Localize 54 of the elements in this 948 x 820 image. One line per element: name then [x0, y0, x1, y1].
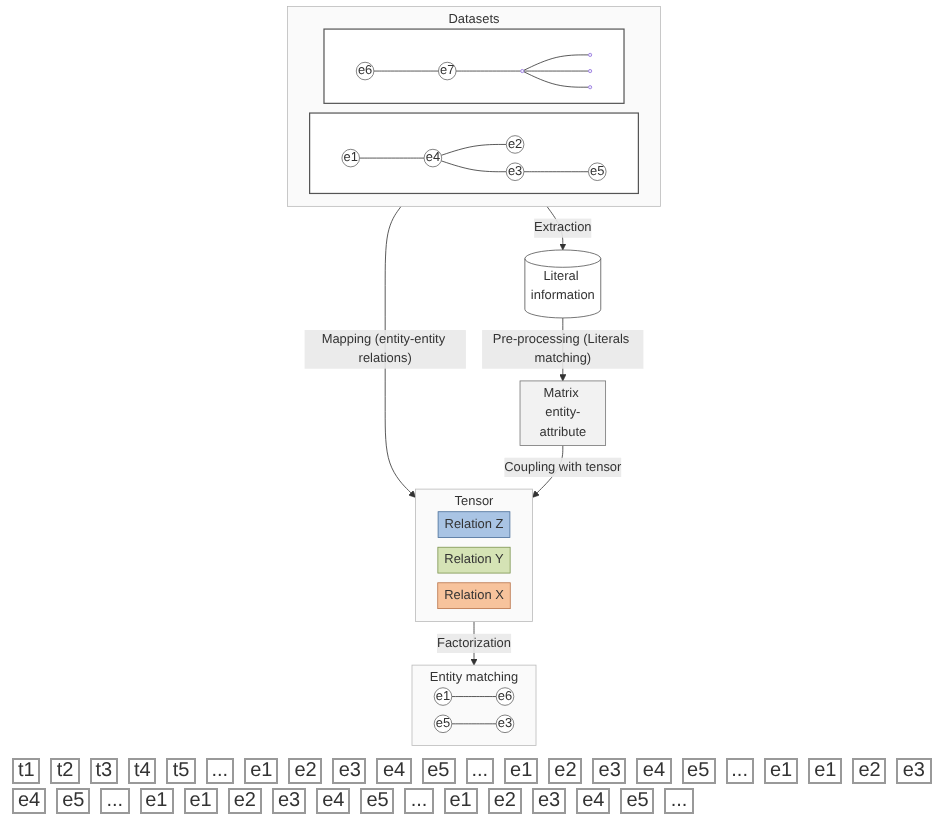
table-cell-label: e5 [620, 788, 655, 814]
table-cell-label: e2 [487, 788, 522, 814]
table-cell-label: e1 [139, 788, 174, 814]
table-cell-label: e1 [183, 788, 218, 814]
table-cell-label: e1 [244, 758, 279, 784]
table-cell-label: ... [205, 758, 235, 784]
node-circle [520, 69, 525, 74]
table-cell-label: e3 [332, 758, 367, 784]
table-cell-label: e1 [504, 758, 539, 784]
table-cell-label: e3 [271, 788, 307, 814]
table-cell-label: e2 [548, 758, 583, 784]
table-cell-label: e2 [852, 758, 887, 784]
table-cell-label: t2 [50, 758, 80, 784]
connector [359, 157, 425, 159]
table-cell-label: e5 [56, 788, 91, 814]
connector [523, 71, 589, 88]
node-circle [588, 52, 593, 57]
table-cell-label: e3 [592, 758, 627, 784]
table-cell-label: ... [664, 788, 694, 814]
table-cell-label: ... [404, 788, 434, 814]
connector [523, 171, 589, 173]
table-cell-label: e5 [360, 788, 395, 814]
table-cell-label: e5 [421, 758, 456, 784]
table-cell-label: ... [465, 758, 495, 784]
table-cell-label: t1 [12, 758, 41, 784]
table-cell-label: t5 [166, 758, 196, 784]
connector [523, 70, 589, 72]
connector [451, 723, 497, 725]
table-cell-label: e5 [681, 758, 716, 784]
connector [373, 70, 439, 72]
table-cell-label: e3 [896, 758, 931, 784]
connector [451, 696, 497, 697]
table-cell-label: e4 [636, 758, 672, 784]
table-cell-label: t4 [128, 758, 157, 784]
table-cell-label: e4 [316, 788, 351, 814]
table-cell-label: e2 [227, 788, 262, 814]
cluster [309, 112, 639, 195]
connector [440, 144, 507, 156]
table-cell-label: e4 [376, 758, 412, 784]
table-cell-label: e4 [576, 788, 611, 814]
table-cell-label: e4 [12, 788, 47, 814]
connector [440, 160, 507, 173]
cluster [323, 28, 625, 104]
connector [523, 54, 589, 71]
table-cell-label: ... [725, 758, 754, 784]
table-cell-label: e1 [808, 758, 843, 784]
table-cell-label: e1 [443, 788, 478, 814]
table-cell-label: e3 [531, 788, 567, 814]
table-cell-label: e2 [288, 758, 323, 784]
node-circle [588, 69, 593, 74]
table-cell-label: ... [100, 788, 130, 814]
table-cell-label: e1 [764, 758, 799, 784]
node-circle [588, 85, 593, 90]
table-cell-label: t3 [89, 758, 119, 784]
